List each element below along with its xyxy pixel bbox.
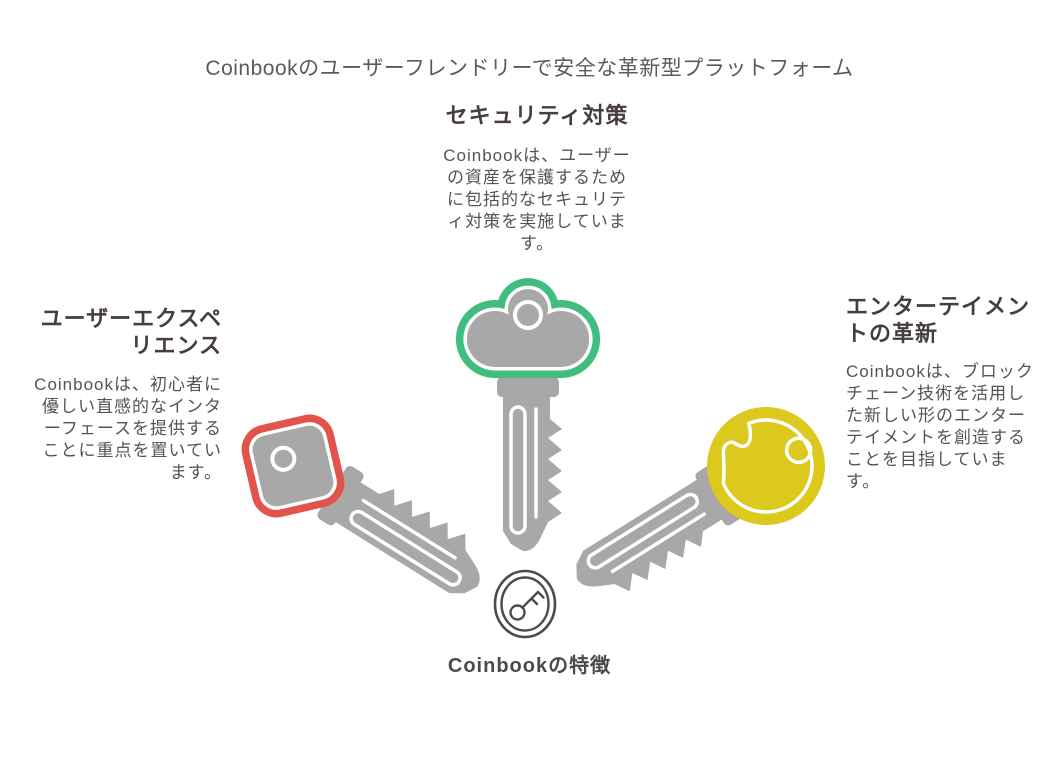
section-entertainment-body: Coinbookは、ブロックチェーン技術を活用した新しい形のエンターテイメントを… xyxy=(846,362,1034,491)
key-hole xyxy=(784,436,813,465)
key-icon-entertainment xyxy=(561,407,825,614)
hub-key-tooth-2 xyxy=(530,597,539,606)
section-security-heading: セキュリティ対策 xyxy=(445,103,629,128)
hub-label: Coinbookの特徴 xyxy=(447,655,612,677)
hub-key-shaft xyxy=(521,590,540,609)
key-head-inner-outline xyxy=(721,418,814,514)
hub-key-tooth-1 xyxy=(536,590,545,599)
hub-inner-ring xyxy=(500,576,550,632)
page-title: Coinbookのユーザーフレンドリーで安全な革新型プラットフォーム xyxy=(205,57,854,80)
section-security-body: Coinbookは、ユーザーの資産を保護するために包括的なセキュリティ対策を実施… xyxy=(443,146,631,253)
section-ux-body: Coinbookは、初心者に優しい直感的なインターフェースを提供することに重点を… xyxy=(34,375,222,482)
key-hole xyxy=(513,300,543,330)
key-icon-security xyxy=(467,289,589,553)
key-head xyxy=(707,407,825,525)
section-ux-heading: ユーザーエクスペリエンス xyxy=(40,306,222,358)
hub-key-in-circle-icon xyxy=(493,569,557,639)
key-hole xyxy=(270,445,297,472)
section-entertainment-heading: エンターテイメントの革新 xyxy=(846,294,1031,346)
key-icon-ux xyxy=(241,414,500,611)
hub-key-bow xyxy=(509,604,526,621)
